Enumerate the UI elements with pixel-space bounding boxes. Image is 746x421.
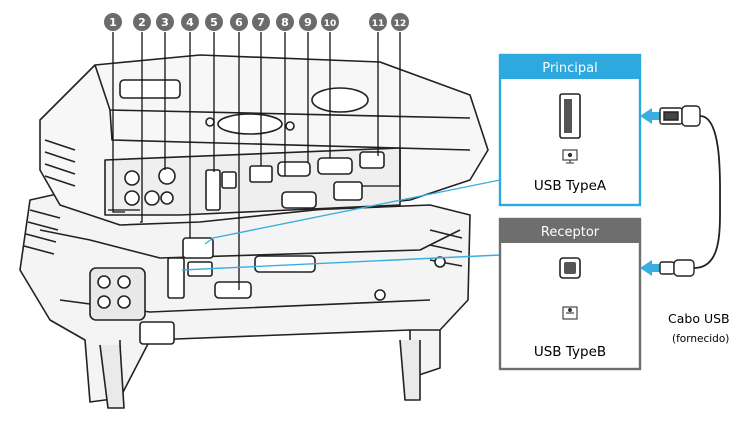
principal-box: Principal USB TypeA <box>498 53 642 207</box>
callout-badge-5: 5 <box>205 13 223 31</box>
callout-number: 6 <box>235 16 243 29</box>
cable-sublabel: (fornecido) <box>672 333 729 345</box>
callout-badge-12: 12 <box>391 13 409 31</box>
receptor-caption: USB TypeB <box>534 344 606 360</box>
callout-badge-10: 10 <box>321 13 339 31</box>
callout-number: 7 <box>257 16 265 29</box>
usb-icon <box>562 306 578 320</box>
principal-title: Principal <box>542 61 597 76</box>
callout-badge-4: 4 <box>181 13 199 31</box>
arrow-left-icon <box>640 108 652 124</box>
principal-caption: USB TypeA <box>534 178 607 194</box>
callout-number: 8 <box>281 16 289 29</box>
callout-number: 3 <box>161 16 169 29</box>
receptor-box: Receptor USB TypeB <box>498 217 642 371</box>
usb-icon <box>562 149 578 164</box>
callout-number: 10 <box>324 19 337 29</box>
usb-cable: Cabo USB (fornecido) <box>640 105 730 345</box>
lower-projector <box>19 189 471 409</box>
callout-number: 5 <box>210 16 218 29</box>
receptor-title: Receptor <box>541 225 600 240</box>
callout-badge-8: 8 <box>276 13 294 31</box>
usb-type-a-tongue <box>564 99 572 133</box>
callout-badge-7: 7 <box>252 13 270 31</box>
arrow-left-icon <box>640 260 652 276</box>
blue-leader-lines <box>181 179 501 271</box>
callout-badge-9: 9 <box>299 13 317 31</box>
usb-type-a-plug-icon <box>659 105 701 127</box>
upper-projector <box>39 54 489 259</box>
cable-wire <box>693 115 721 269</box>
callout-number: 11 <box>372 19 385 29</box>
callout-number: 9 <box>304 16 312 29</box>
callout-badge-3: 3 <box>156 13 174 31</box>
principal-header <box>500 55 640 79</box>
projector-illustration <box>19 32 501 409</box>
callout-number: 2 <box>138 16 146 29</box>
callout-number: 12 <box>394 19 407 29</box>
callout-badge-2: 2 <box>133 13 151 31</box>
receptor-header <box>500 219 640 243</box>
callout-numbers: 1 2 3 4 5 6 7 8 9 10 11 12 <box>104 13 409 31</box>
callout-badge-1: 1 <box>104 13 122 31</box>
cable-label: Cabo USB <box>668 311 730 326</box>
callout-badge-6: 6 <box>230 13 248 31</box>
callout-number: 1 <box>109 16 117 29</box>
usb-type-b-tongue <box>564 262 576 274</box>
callout-number: 4 <box>186 16 194 29</box>
callout-lines <box>108 32 401 290</box>
usb-type-b-plug-icon <box>659 259 695 277</box>
callout-badge-11: 11 <box>369 13 387 31</box>
